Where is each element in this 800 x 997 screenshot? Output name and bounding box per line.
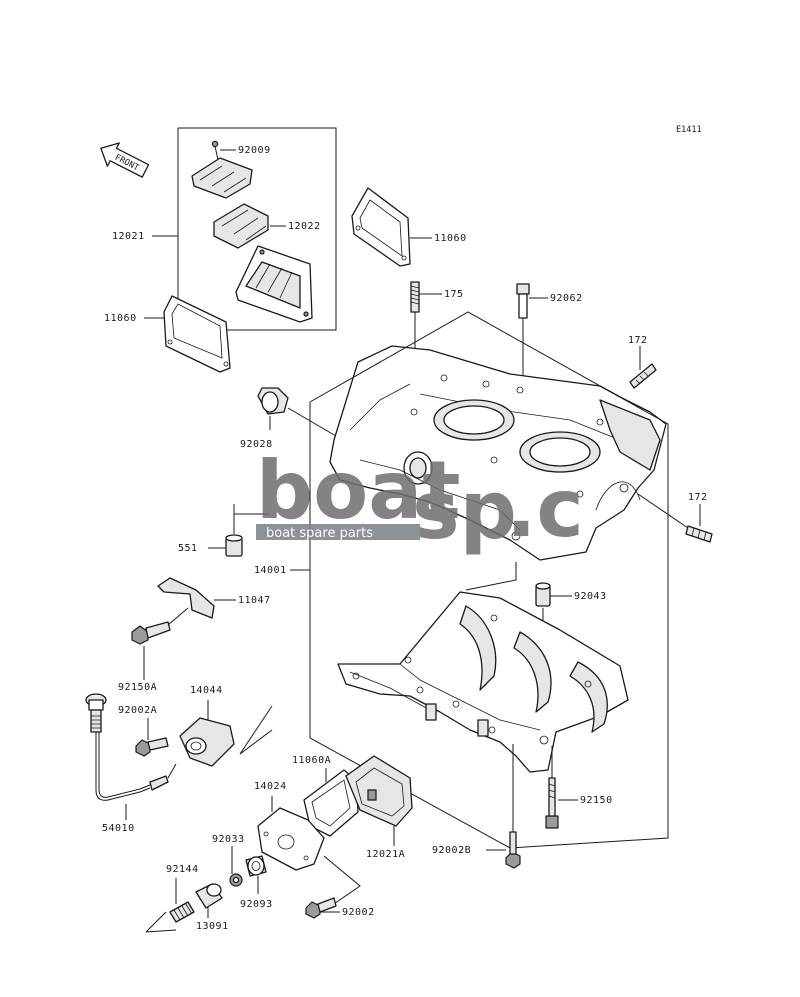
label-92028: 92028 xyxy=(240,439,273,450)
bolt-92062 xyxy=(516,283,548,378)
seal-92093 xyxy=(245,855,267,894)
label-11060A: 11060A xyxy=(292,755,331,766)
label-92144: 92144 xyxy=(166,864,199,875)
watermark-brand-left: boat xyxy=(256,444,460,537)
cover-14044 xyxy=(179,700,273,767)
bracket-11047 xyxy=(157,577,236,619)
gasket-11060-left xyxy=(144,295,231,373)
label-14024: 14024 xyxy=(254,781,287,792)
watermark-tagline: boat spare parts xyxy=(266,526,373,541)
label-11060-top: 11060 xyxy=(434,233,467,244)
label-175: 175 xyxy=(444,289,464,300)
screw-92009 xyxy=(211,140,236,161)
bolt-92002A xyxy=(135,718,169,757)
bushing-92028 xyxy=(257,387,337,437)
watermark-brand-suffix: .c xyxy=(506,462,584,555)
bushing-13091 xyxy=(195,883,223,918)
lower-crankcase xyxy=(337,591,629,773)
label-12021: 12021 xyxy=(112,231,145,242)
watermark-brand-right: sp xyxy=(412,464,517,557)
label-92002A: 92002A xyxy=(118,705,157,716)
label-11047: 11047 xyxy=(238,595,271,606)
label-92009: 92009 xyxy=(238,145,271,156)
bolt-92002B xyxy=(486,744,521,869)
label-11060-left: 11060 xyxy=(104,313,137,324)
label-92033: 92033 xyxy=(212,834,245,845)
label-92002B: 92002B xyxy=(432,845,471,856)
diagram-code: E1411 xyxy=(676,125,702,135)
label-92002: 92002 xyxy=(342,907,375,918)
label-172-top: 172 xyxy=(628,335,648,346)
label-92093: 92093 xyxy=(240,899,273,910)
watermark-logo: boat sp .c boat spare parts xyxy=(256,444,584,557)
label-13091: 13091 xyxy=(196,921,229,932)
washer-92033 xyxy=(229,846,243,887)
label-14001: 14001 xyxy=(254,565,287,576)
label-54010: 54010 xyxy=(102,823,135,834)
reed-stopper xyxy=(191,157,253,199)
label-12021A: 12021A xyxy=(366,849,405,860)
reed-petals xyxy=(213,203,286,249)
reed-block xyxy=(235,245,313,323)
cover-12021A xyxy=(345,755,413,846)
upper-crankcase xyxy=(329,345,667,561)
bolt-92002 xyxy=(305,897,340,919)
bolt-92150 xyxy=(545,746,578,829)
label-172-right: 172 xyxy=(688,492,708,503)
label-12022: 12022 xyxy=(288,221,321,232)
reed-valve-group xyxy=(152,127,337,331)
label-92150A: 92150A xyxy=(118,682,157,693)
spring-92144 xyxy=(145,878,195,933)
label-92043: 92043 xyxy=(574,591,607,602)
label-551: 551 xyxy=(178,543,198,554)
crankcase-bracket xyxy=(290,311,669,849)
dowel-551 xyxy=(208,504,270,557)
stud-172-right xyxy=(637,493,713,543)
front-arrow-icon: FRONT xyxy=(100,142,150,178)
label-14044: 14044 xyxy=(190,685,223,696)
choke-cable-54010 xyxy=(85,693,177,820)
stud-172-top xyxy=(629,346,657,389)
bolt-92150A xyxy=(131,607,189,680)
label-92062: 92062 xyxy=(550,293,583,304)
watermark-tagline-bar xyxy=(256,524,420,540)
label-92150: 92150 xyxy=(580,795,613,806)
plate-14024 xyxy=(257,796,361,909)
gasket-11060-top xyxy=(351,187,432,267)
